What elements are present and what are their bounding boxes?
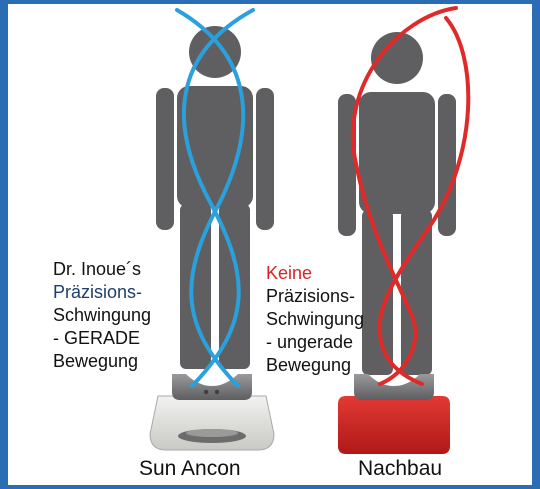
right-description: Keine Präzisions- Schwingung - ungerade … (266, 262, 364, 377)
right-line-5: Bewegung (266, 354, 364, 377)
left-line-3: Schwingung (53, 304, 151, 327)
diagram-art (8, 4, 532, 485)
diagram-panel: Dr. Inoue´s Präzisions- Schwingung - GER… (8, 4, 532, 485)
sun-ancon-device (150, 374, 274, 450)
right-line-1: Keine (266, 262, 364, 285)
left-line-4: - GERADE (53, 327, 151, 350)
left-line-5: Bewegung (53, 350, 151, 373)
left-line-2: Präzisions- (53, 281, 151, 304)
left-human-figure (156, 26, 274, 369)
nachbau-device (338, 374, 450, 454)
caption-nachbau: Nachbau (358, 457, 442, 481)
right-line-2: Präzisions- (266, 285, 364, 308)
left-line-1: Dr. Inoue´s (53, 258, 151, 281)
right-line-4: - ungerade (266, 331, 364, 354)
right-line-3: Schwingung (266, 308, 364, 331)
left-description: Dr. Inoue´s Präzisions- Schwingung - GER… (53, 258, 151, 373)
caption-sun-ancon: Sun Ancon (139, 457, 241, 481)
